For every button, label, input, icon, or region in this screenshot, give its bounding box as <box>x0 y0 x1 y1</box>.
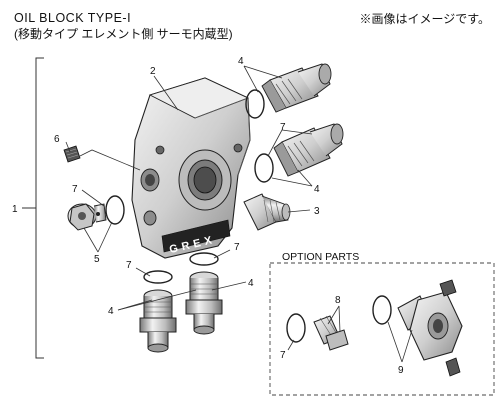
callout-labels: 1 2 3 4 4 4 4 5 6 7 7 7 7 7 8 9 <box>12 56 404 376</box>
drain-bolt <box>67 203 107 231</box>
fitting-middle <box>273 123 344 177</box>
option-o-ring-left <box>286 313 306 343</box>
callout-3: 3 <box>314 206 320 217</box>
option-adapter <box>397 279 463 377</box>
fitting-lower-right <box>185 271 223 335</box>
callout-9: 9 <box>398 365 404 376</box>
assembly-bracket <box>22 57 44 359</box>
o-ring-lower-left <box>143 270 173 284</box>
callout-4-lower-left: 4 <box>108 306 114 317</box>
o-ring-drain <box>105 195 125 225</box>
callout-7-drain: 7 <box>72 184 78 195</box>
page-title: OIL BLOCK TYPE-I <box>14 11 132 25</box>
option-plug <box>313 315 349 351</box>
fitting-top <box>261 63 332 113</box>
title-block: OIL BLOCK TYPE-I (移動タイプ エレメント側 サーモ内蔵型) <box>14 10 233 42</box>
callout-5: 5 <box>94 254 100 265</box>
callout-7-lower-right: 7 <box>234 242 240 253</box>
option-parts-frame <box>269 262 495 396</box>
image-notice: ※画像はイメージです。 <box>359 12 490 26</box>
callout-4-top: 4 <box>238 56 244 67</box>
page-subtitle: (移動タイプ エレメント側 サーモ内蔵型) <box>14 27 233 41</box>
fitting-lower-left <box>139 289 177 353</box>
callout-7-option: 7 <box>280 350 286 361</box>
callout-4-lower-right: 4 <box>248 278 254 289</box>
sensor-plug <box>243 193 291 231</box>
set-screw-leader <box>79 149 141 171</box>
option-o-ring-right <box>372 295 392 325</box>
oil-block-body <box>131 77 251 259</box>
leader-lines <box>65 65 413 363</box>
callout-7-lower-left: 7 <box>126 260 132 271</box>
callout-7-middle: 7 <box>280 122 286 133</box>
callout-4-middle: 4 <box>314 184 320 195</box>
callout-2: 2 <box>150 66 156 77</box>
callout-6: 6 <box>54 134 60 145</box>
set-screw <box>63 145 81 163</box>
o-ring-middle <box>254 153 274 183</box>
callout-1: 1 <box>12 204 18 215</box>
o-ring-lower-right <box>189 252 219 266</box>
option-parts-label: OPTION PARTS <box>282 251 360 263</box>
callout-8: 8 <box>335 295 341 306</box>
o-ring-top <box>245 89 265 119</box>
